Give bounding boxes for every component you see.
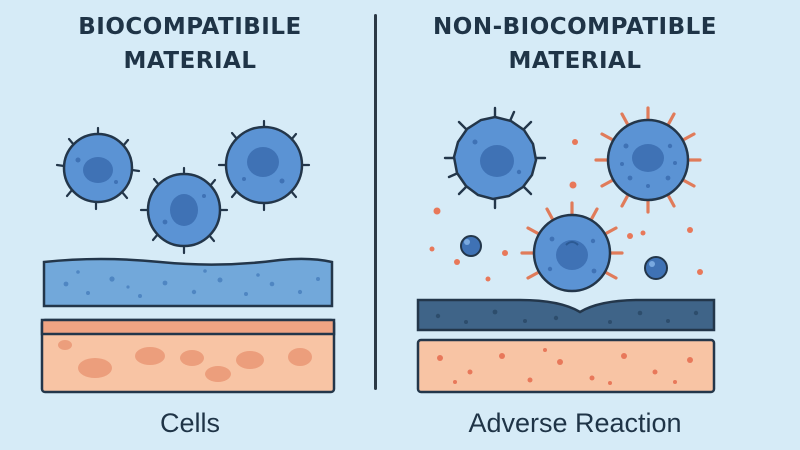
left-panel-caption: Cells [159,408,220,438]
inflammatory-debris [429,139,703,282]
right-panel-title: NON-BIOCOMPATIBLE MATERIAL [433,14,717,74]
left-panel-title: BIOCOMPATIBILE MATERIAL [78,14,302,74]
left-cell-2 [139,166,229,255]
right-material-layer [416,298,716,332]
free-particles [460,235,668,280]
left-tissue-layer [40,318,336,394]
left-cell-3 [217,119,311,212]
right-tissue-layer [416,338,716,394]
right-panel-caption: Adverse Reaction [468,408,682,438]
right-cell-3 [520,201,624,293]
right-cell-2 [594,106,702,214]
panel-divider [374,14,377,390]
right-cell-1 [443,106,547,210]
left-cell-1 [55,126,141,211]
left-material-layer [42,257,334,308]
